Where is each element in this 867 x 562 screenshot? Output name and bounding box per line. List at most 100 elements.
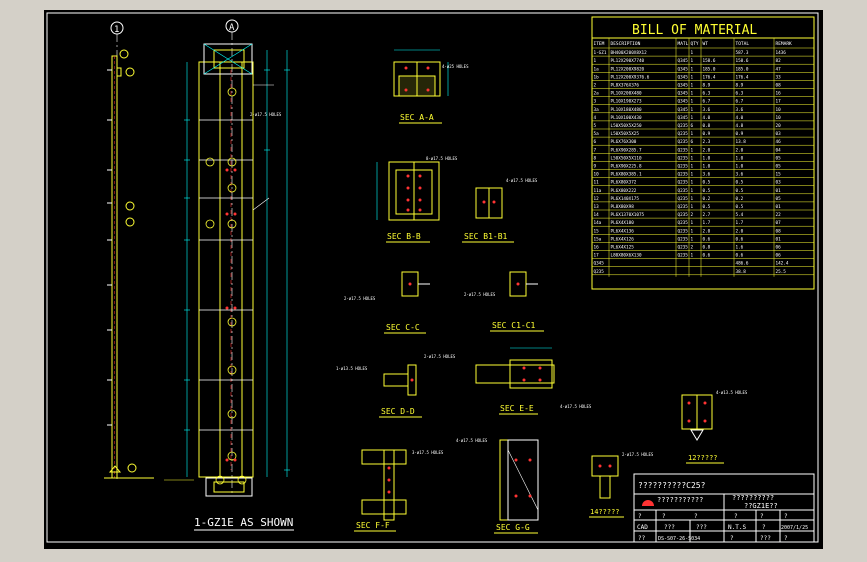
bom-cell: 1-GZ1 bbox=[594, 50, 607, 56]
bom-cell: Q235 bbox=[678, 245, 689, 251]
bom-cell: 1 bbox=[594, 58, 597, 64]
bom-cell: 17 bbox=[594, 253, 600, 259]
section-c1-c1-label: SEC C1-C1 bbox=[492, 321, 536, 330]
bom-cell: 0.2 bbox=[703, 196, 711, 202]
column-side-view: 1 bbox=[104, 21, 154, 480]
bom-cell: 9 bbox=[594, 164, 597, 170]
bom-header-cell: DESCRIPTION bbox=[611, 41, 641, 47]
bom-cell: 0.5 bbox=[736, 188, 744, 194]
bom-cell: 13.8 bbox=[736, 139, 747, 145]
bom-cell: Q345 bbox=[678, 58, 689, 64]
bom-cell: 04 bbox=[776, 147, 782, 153]
tb-cell-b3: ? bbox=[762, 524, 766, 531]
bom-cell: PL10X180X480 bbox=[611, 107, 642, 113]
grid-bubble-a-label: A bbox=[229, 23, 235, 33]
bom-cell: 0.5 bbox=[736, 204, 744, 210]
bom-cell: Q345 bbox=[678, 83, 689, 89]
bom-cell: PL8X376X376 bbox=[611, 83, 640, 89]
bom-cell: 6.3 bbox=[736, 91, 744, 97]
bom-cell: 14 bbox=[594, 212, 600, 218]
bom-cell: PL6X80X372 bbox=[611, 180, 637, 186]
bom-cell: 08 bbox=[776, 83, 782, 89]
section-b-b-drawing: 8-ø17.5 HOLES bbox=[376, 156, 458, 221]
section-b1-b1-holes: 4-ø17.5 HOLES bbox=[506, 178, 538, 183]
section-b-b-label: SEC B-B bbox=[387, 232, 421, 241]
bom-cell: 1a bbox=[594, 66, 600, 72]
bom-cell: 0.5 bbox=[703, 204, 711, 210]
bom-cell: 46 bbox=[776, 139, 782, 145]
bom-cell: Q345 bbox=[678, 99, 689, 105]
bom-cell: PL6X76X300 bbox=[611, 139, 637, 145]
bom-cell: PL6X4X125 bbox=[611, 245, 635, 251]
section-e-e-drawing: 4-ø17.5 HOLES bbox=[475, 347, 592, 409]
bom-cell: 158.6 bbox=[736, 58, 749, 64]
bom-cell: 587.3 bbox=[736, 50, 749, 56]
bom-header-cell: WT bbox=[703, 41, 709, 47]
cad-viewport[interactable]: 1 A bbox=[44, 10, 823, 549]
bom-total-cell: Q235 bbox=[594, 269, 605, 275]
bom-cell: 1 bbox=[691, 196, 694, 202]
bom-cell: 0.6 bbox=[703, 236, 711, 242]
tb-cell-a2: ? bbox=[662, 513, 666, 520]
bom-total-cell: Q345 bbox=[594, 261, 605, 267]
bom-cell: 3.6 bbox=[703, 107, 711, 113]
bom-cell: 14a bbox=[594, 220, 602, 226]
bom-cell: 8 bbox=[594, 155, 597, 161]
bom-cell: 1 bbox=[691, 58, 694, 64]
section-b1-b1-label: SEC B1-B1 bbox=[464, 232, 508, 241]
bom-cell: 15 bbox=[776, 172, 782, 178]
bom-cell: 1 bbox=[691, 228, 694, 234]
section-c-c-drawing: 2-ø17.5 HOLES bbox=[344, 271, 430, 301]
tb-cell-c1: ?? bbox=[638, 535, 646, 542]
detail-14-holes: 2-ø17.5 HOLES bbox=[622, 452, 654, 457]
bom-cell: 15 bbox=[594, 228, 600, 234]
tb-cell-a3: ? bbox=[694, 513, 698, 520]
bom-cell: L50X50X5X250 bbox=[611, 123, 642, 129]
bom-cell: PL6X4X126 bbox=[611, 236, 635, 242]
bom-cell: PL10X190X273 bbox=[611, 99, 642, 105]
bom-cell: Q235 bbox=[678, 220, 689, 226]
bom-cell: 6 bbox=[691, 123, 694, 129]
bom-cell: 12 bbox=[594, 196, 600, 202]
bom-cell: Q235 bbox=[678, 253, 689, 259]
tb-cell-a6: ? bbox=[784, 513, 788, 520]
bom-total-cell: 486.6 bbox=[736, 261, 749, 267]
bom-cell: 1 bbox=[691, 83, 694, 89]
bom-header-cell: QTY bbox=[691, 41, 699, 47]
bom-cell: Q345 bbox=[678, 74, 689, 80]
column-hole-note: 2-ø17.5 HOLES bbox=[250, 112, 282, 117]
bom-cell: 2.0 bbox=[703, 147, 711, 153]
bom-cell: PL6X1370X1075 bbox=[611, 212, 645, 218]
bom-cell: Q235 bbox=[678, 172, 689, 178]
bom-cell: PL12X200X9376.6 bbox=[611, 74, 650, 80]
titleblock-subtitle: ??GZ1E?? bbox=[744, 502, 778, 510]
bom-cell: 2 bbox=[594, 83, 597, 89]
bom-cell: 2.0 bbox=[703, 228, 711, 234]
bom-cell: 1436 bbox=[776, 50, 787, 56]
bom-cell: 20 bbox=[776, 123, 782, 129]
bom-cell: 47 bbox=[776, 66, 782, 72]
bom-cell: 0.5 bbox=[703, 180, 711, 186]
detail-14-label: 14????? bbox=[590, 508, 620, 516]
bom-header-cell: MATL bbox=[678, 41, 689, 47]
bom-cell: 5 bbox=[594, 123, 597, 129]
section-g-g-label: SEC G-G bbox=[496, 523, 530, 532]
bom-cell: PL6X80X222 bbox=[611, 188, 637, 194]
bom-cell: 1 bbox=[691, 115, 694, 121]
bom-cell: 1b bbox=[594, 74, 600, 80]
bom-cell: 0.5 bbox=[736, 180, 744, 186]
bom-cell: 6.7 bbox=[703, 99, 711, 105]
bom-cell: 158.6 bbox=[703, 58, 716, 64]
section-a-a-holes: 4-ø25 HOLES bbox=[442, 64, 469, 69]
grid-bubble-1-label: 1 bbox=[114, 25, 119, 35]
section-c-c-label: SEC C-C bbox=[386, 323, 420, 332]
bom-cell: 1 bbox=[691, 236, 694, 242]
tb-cad: CAD bbox=[637, 524, 648, 531]
bom-cell: 4.0 bbox=[703, 115, 711, 121]
bom-cell: 0.6 bbox=[736, 253, 744, 259]
bom-cell: PL6X140X175 bbox=[611, 196, 640, 202]
column-front-view: A 2-ø17.5 HOL bbox=[164, 19, 290, 497]
bom-cell: 0.9 bbox=[736, 131, 744, 137]
bom-cell: PL6X4X180 bbox=[611, 220, 635, 226]
bom-cell: 1 bbox=[691, 66, 694, 72]
